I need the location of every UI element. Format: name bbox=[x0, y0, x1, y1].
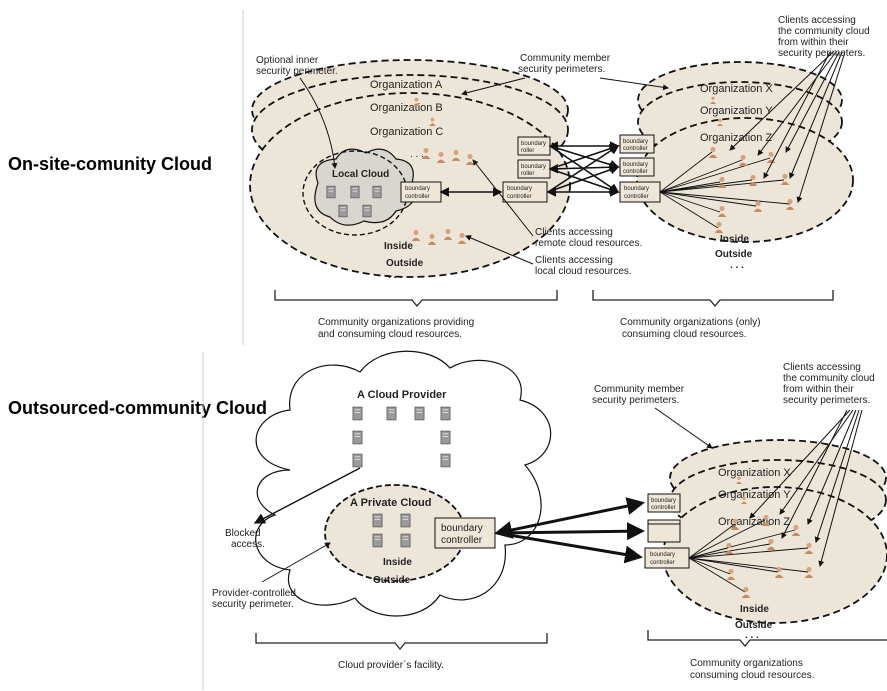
bottom-org-x-label: Organization X bbox=[718, 467, 791, 479]
right-inside-label: Inside bbox=[720, 234, 749, 245]
provider-controlled-label-2: security perimeter. bbox=[212, 599, 294, 610]
bottom-right-controllers: boundary controller boundary controller … bbox=[644, 493, 690, 569]
svg-text:boundary: boundary bbox=[650, 552, 675, 558]
left-inside-label: Inside bbox=[384, 241, 413, 252]
bottom-clients-within-label-1: Clients accessing bbox=[783, 362, 861, 373]
private-outside-label: Outside bbox=[373, 575, 411, 586]
clients-within-label-4: security perimeters. bbox=[778, 48, 865, 59]
clients-remote-label-1: Clients accessing bbox=[535, 227, 613, 238]
bottom-community-member-label-1: Community member bbox=[594, 384, 685, 395]
svg-text:controller: controller bbox=[651, 505, 676, 511]
left-dots-1: . . . bbox=[410, 149, 424, 160]
bottom-outside-dots: . . . bbox=[745, 630, 759, 641]
provider-controlled-arrow bbox=[261, 542, 331, 583]
left-caption-2: and consuming cloud resources. bbox=[318, 329, 462, 340]
provider-controlled-label-1: Provider-controlled bbox=[212, 588, 296, 599]
svg-text:boundary: boundary bbox=[507, 186, 532, 192]
private-inside-label: Inside bbox=[383, 557, 412, 568]
svg-text:controller: controller bbox=[507, 194, 532, 200]
community-member-arrow-left bbox=[461, 77, 526, 96]
org-y-label: Organization Y bbox=[700, 105, 773, 117]
svg-text:controller: controller bbox=[624, 194, 649, 200]
right-client-lines bbox=[659, 151, 791, 229]
left-brace bbox=[274, 290, 558, 308]
right-caption-1: Community organizations (only) bbox=[620, 317, 761, 328]
local-cloud-label: Local Cloud bbox=[332, 169, 389, 180]
svg-text:controller: controller bbox=[405, 194, 430, 200]
blocked-label-1: Blocked bbox=[225, 528, 261, 539]
svg-text:boundary: boundary bbox=[405, 186, 430, 192]
svg-text:controller: controller bbox=[650, 560, 675, 566]
svg-text:controller: controller bbox=[623, 146, 648, 152]
clients-local-label-1: Clients accessing bbox=[535, 255, 613, 266]
clients-within-label-2: the community cloud bbox=[778, 26, 870, 37]
private-to-org-links bbox=[494, 497, 645, 564]
clients-within-label-3: from within their bbox=[778, 37, 849, 48]
optional-inner-label-1: Optional inner bbox=[256, 55, 319, 66]
bottom-clients-within-label-3: from within their bbox=[783, 384, 854, 395]
blocked-label-2: access. bbox=[231, 539, 265, 550]
private-cloud-label: A Private Cloud bbox=[350, 497, 432, 509]
blocked-arrow bbox=[253, 467, 361, 524]
bottom-right-caption-2: consuming cloud resources. bbox=[690, 670, 815, 681]
community-member-label-2: security perimeters. bbox=[518, 64, 605, 75]
svg-text:boundary: boundary bbox=[623, 139, 648, 145]
right-outside-label: Outside bbox=[715, 249, 753, 260]
right-col-controllers: boundary controller boundary controller … bbox=[619, 134, 661, 203]
svg-text:boundary: boundary bbox=[521, 141, 546, 147]
org-b-label: Organization B bbox=[370, 102, 443, 114]
community-member-label-1: Community member bbox=[520, 53, 611, 64]
bottom-right-brace bbox=[647, 630, 887, 648]
right-outside-dots: . . . bbox=[730, 260, 744, 271]
bottom-community-member-label-2: security perimeters. bbox=[592, 395, 679, 406]
private-boundary-controller: boundary controller bbox=[434, 517, 496, 549]
left-boundary-controller: boundary controller bbox=[400, 181, 442, 203]
svg-text:controller: controller bbox=[623, 169, 648, 175]
bottom-right-caption-1: Community organizations bbox=[690, 658, 803, 669]
org-x-label: Organization X bbox=[700, 83, 773, 95]
clients-local-arrow bbox=[465, 235, 534, 265]
right-brace bbox=[592, 290, 834, 308]
org-z-label: Organization Z bbox=[700, 132, 772, 144]
left-col-controllers: boundary roller boundary roller boundary… bbox=[502, 136, 551, 203]
svg-text:boundary: boundary bbox=[651, 498, 676, 504]
left-outside-dots: . . . bbox=[388, 270, 402, 281]
cross-links bbox=[439, 141, 620, 197]
cloud-provider-label: A Cloud Provider bbox=[357, 389, 447, 401]
svg-text:roller: roller bbox=[521, 148, 534, 154]
bottom-clients-within-label-2: the community cloud bbox=[783, 373, 875, 384]
svg-text:controller: controller bbox=[441, 535, 483, 546]
clients-remote-arrow bbox=[472, 159, 534, 237]
bottom-org-y-label: Organization Y bbox=[718, 489, 791, 501]
facility-brace bbox=[255, 633, 548, 651]
left-outside-label: Outside bbox=[386, 258, 424, 269]
svg-text:boundary: boundary bbox=[441, 523, 483, 534]
left-caption-1: Community organizations providing bbox=[318, 317, 474, 328]
clients-within-label-1: Clients accessing bbox=[778, 15, 856, 26]
onsite-heading: On-site-comunity Cloud bbox=[8, 154, 212, 174]
clients-within-arrows bbox=[729, 51, 846, 203]
org-a-label: Organization A bbox=[370, 79, 443, 91]
bottom-clients-within-label-4: security perimeters. bbox=[783, 395, 870, 406]
bottom-inside-label: Inside bbox=[740, 604, 769, 615]
svg-text:boundary: boundary bbox=[521, 164, 546, 170]
bottom-clients-within-arrows bbox=[749, 409, 863, 567]
bottom-org-z-label: Organization Z bbox=[718, 516, 790, 528]
right-caption-2: consuming cloud resources. bbox=[622, 329, 747, 340]
bottom-outside-label: Outside bbox=[735, 620, 773, 631]
org-c-label: Organization C bbox=[370, 126, 443, 138]
outsourced-heading: Outsourced-community Cloud bbox=[8, 398, 268, 418]
bottom-community-member-arrow bbox=[654, 407, 713, 449]
svg-text:boundary: boundary bbox=[624, 186, 649, 192]
optional-inner-arrow bbox=[299, 77, 338, 169]
svg-text:roller: roller bbox=[521, 171, 534, 177]
community-member-arrow-right bbox=[599, 77, 669, 91]
clients-remote-label-2: remote cloud resources. bbox=[535, 238, 642, 249]
clients-local-label-2: local cloud resources. bbox=[535, 266, 632, 277]
facility-caption: Cloud provider`s facility. bbox=[338, 659, 444, 671]
optional-inner-label-2: security perimeter. bbox=[256, 66, 338, 77]
svg-text:boundary: boundary bbox=[623, 162, 648, 168]
